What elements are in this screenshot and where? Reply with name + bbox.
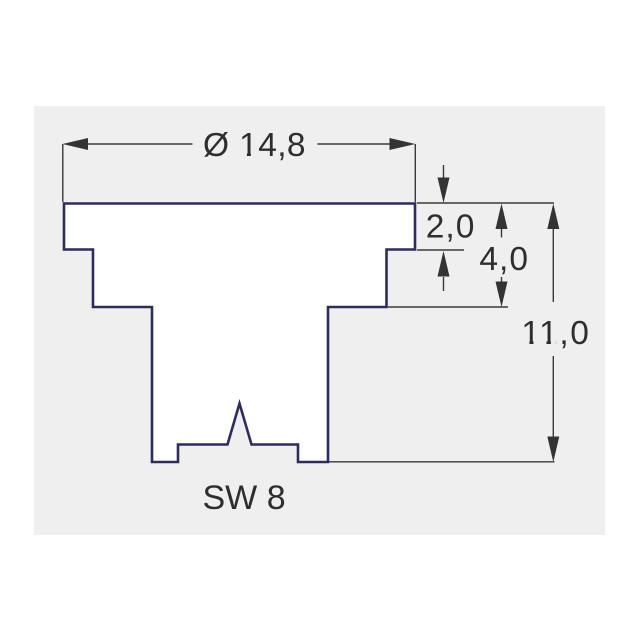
svg-text:Ø 14,8: Ø 14,8: [203, 127, 306, 164]
svg-text:11,0: 11,0: [521, 315, 590, 352]
svg-text:4,0: 4,0: [479, 241, 529, 278]
svg-text:SW 8: SW 8: [203, 479, 286, 517]
svg-text:2,0: 2,0: [426, 209, 476, 246]
